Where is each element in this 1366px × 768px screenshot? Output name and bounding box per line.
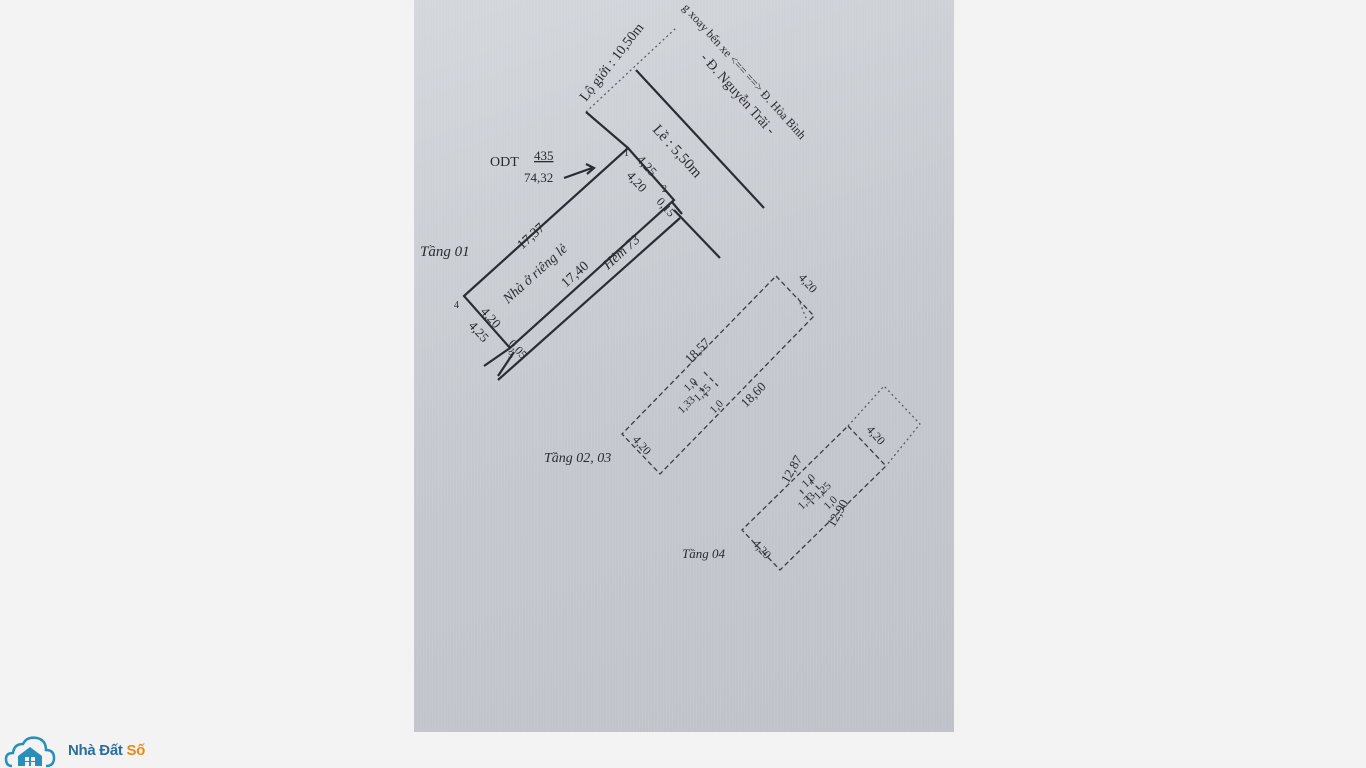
floor23-step-a	[693, 381, 709, 397]
lo-gioi-label: Lộ giới : 10,50m	[577, 21, 647, 105]
edge-segment	[671, 201, 683, 215]
floor23-balcony	[797, 297, 807, 319]
corner-5: 5	[508, 350, 513, 361]
floor23-top: 4,20	[796, 271, 820, 296]
road-boundary-dotted	[585, 27, 677, 113]
floor4-d4: 1,0	[800, 472, 819, 491]
back-extension-a	[483, 347, 511, 367]
floor23-bottom: 4,20	[630, 433, 654, 458]
floor4-step-a	[799, 489, 815, 505]
parcel-area: 74,32	[524, 170, 553, 185]
brand-accent: Số	[126, 741, 146, 759]
land-plot-photo[interactable]: g xoay bến xe <== ==> Đ. Hòa Bình - Đ. N…	[414, 0, 954, 732]
floor23-left: 18,57	[682, 334, 714, 366]
floor4-bottom: 4,20	[750, 537, 774, 562]
front-boundary	[585, 111, 629, 149]
floor4-step-b	[809, 479, 825, 495]
house-cloud-icon	[4, 736, 56, 768]
house-type-label: Nhà ở riêng lẻ	[500, 242, 571, 308]
corner-1: 1	[624, 148, 629, 159]
floor23-outline	[621, 275, 815, 475]
brand-main: Nhà Đất	[68, 741, 123, 759]
floor23-right: 18,60	[738, 379, 769, 410]
arrow-head-icon	[585, 163, 596, 175]
area-arrow	[563, 166, 593, 180]
site-plan-drawing: g xoay bến xe <== ==> Đ. Hòa Bình - Đ. N…	[420, 1, 921, 571]
floor4-top: 4,20	[864, 423, 888, 448]
floor23-step-b	[703, 371, 719, 387]
alley-edge-top	[673, 209, 721, 259]
floor4-outline	[741, 425, 887, 571]
brand-logo[interactable]: Nhà Đất Số	[4, 732, 164, 768]
alley-label: Hẻm 73	[600, 232, 643, 273]
sidewalk-line	[635, 69, 765, 209]
floor4-label: Tầng 04	[682, 546, 725, 561]
corner-2: 2	[662, 184, 667, 195]
odt-label: ODT	[490, 155, 519, 170]
corner-4: 4	[454, 300, 459, 311]
floor01-label: Tầng 01	[420, 244, 470, 260]
le-label: Lề : 5,50m	[649, 122, 705, 182]
floor4-terrace	[847, 385, 921, 467]
parcel-number: 435	[534, 148, 554, 163]
brand-name: Nhà Đất Số	[68, 742, 145, 759]
floor23-d3: 1,0	[708, 398, 727, 417]
side-right-length: 17,40	[559, 259, 592, 291]
back-extension-b	[497, 351, 515, 377]
alley-line	[497, 217, 681, 381]
road-label-hoa-binh: g xoay bến xe <== ==> Đ. Hòa Bình	[680, 1, 809, 142]
floor23-label: Tầng 02, 03	[544, 451, 611, 466]
